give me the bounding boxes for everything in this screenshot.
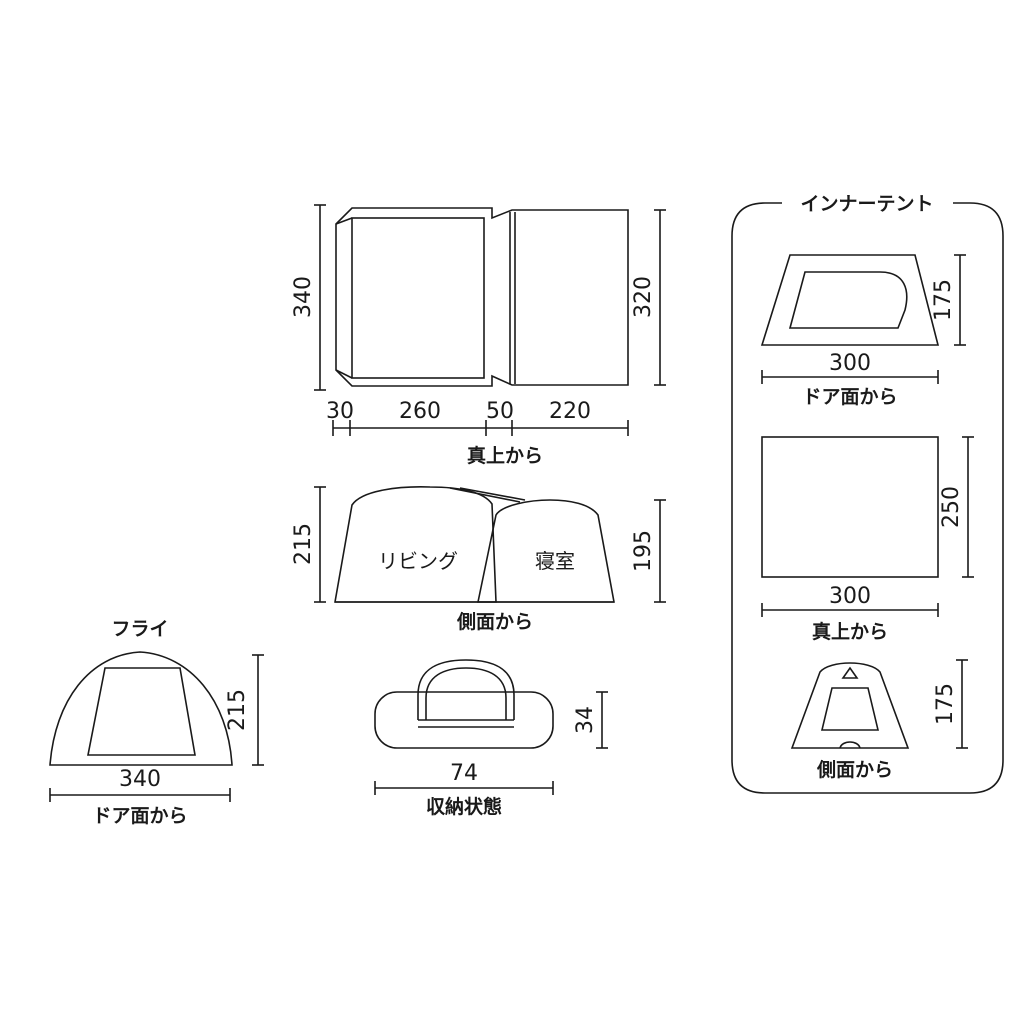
side-view-height-right: 195 — [631, 530, 656, 572]
fly-door-panel — [87, 667, 196, 756]
fly-width: 340 — [119, 767, 161, 792]
inner-top-view-outline — [761, 436, 939, 578]
inner-top-caption: 真上から — [812, 620, 888, 643]
inner-door-window — [788, 271, 908, 329]
side-view-bedroom-dome — [477, 499, 615, 603]
fly-caption: ドア面から — [92, 805, 187, 827]
storage-height: 34 — [573, 706, 598, 734]
inner-side-door — [820, 687, 880, 731]
storage-bag-body — [374, 691, 554, 749]
side-view: リビング 寝室 215 195 側面から — [291, 486, 666, 633]
inner-tent-frame — [731, 202, 1004, 794]
inner-tent-panel: インナーテント 175 300 ドア面から 250 300 真上から 175 側 — [731, 193, 1004, 794]
storage-bag-handle-inner — [425, 667, 507, 720]
side-view-caption: 側面から — [456, 611, 533, 633]
top-view-living-area — [351, 217, 485, 379]
top-view-outline — [335, 207, 629, 387]
top-view-width-3: 50 — [486, 399, 514, 424]
inner-door-width: 300 — [829, 351, 871, 376]
inner-door-view-outline — [760, 254, 940, 346]
storage-caption: 収納状態 — [426, 795, 502, 818]
inner-tent-title: インナーテント — [800, 193, 933, 215]
side-view-living-dome — [334, 486, 497, 603]
side-view-height-left: 215 — [291, 523, 316, 565]
storage-bag-handle-outer — [417, 659, 515, 720]
top-view-width-2: 260 — [399, 399, 441, 424]
side-view-living-label: リビング — [378, 549, 458, 573]
top-view-width-4: 220 — [549, 399, 591, 424]
inner-side-caption: 側面から — [816, 759, 893, 781]
top-view-width-1: 30 — [326, 399, 354, 424]
top-view-caption: 真上から — [467, 444, 543, 467]
inner-side-door-base — [839, 741, 861, 749]
inner-door-caption: ドア面から — [802, 386, 897, 408]
fly-view: フライ 215 340 ドア面から — [49, 618, 264, 827]
top-view-corner-line — [335, 217, 353, 225]
side-view-roof-line — [449, 487, 521, 503]
side-view-roof-line — [459, 487, 526, 501]
top-view-height-right: 320 — [631, 276, 656, 318]
storage-view: 34 74 収納状態 — [374, 659, 608, 818]
side-view-bedroom-label: 寝室 — [535, 549, 575, 573]
fly-height: 215 — [225, 689, 250, 731]
top-view-height-left: 340 — [291, 276, 316, 318]
storage-width: 74 — [450, 761, 478, 786]
inner-side-view-outline — [790, 662, 910, 749]
inner-door-height: 175 — [931, 279, 956, 321]
inner-top-width: 300 — [829, 584, 871, 609]
inner-side-vent — [841, 666, 859, 679]
inner-top-height: 250 — [939, 486, 964, 528]
top-view-corner-line — [335, 369, 353, 379]
fly-dome-outline — [49, 651, 233, 766]
fly-title: フライ — [111, 618, 168, 640]
inner-side-height: 175 — [933, 683, 958, 725]
top-view: 340 320 30 260 50 220 真上から — [291, 204, 666, 467]
